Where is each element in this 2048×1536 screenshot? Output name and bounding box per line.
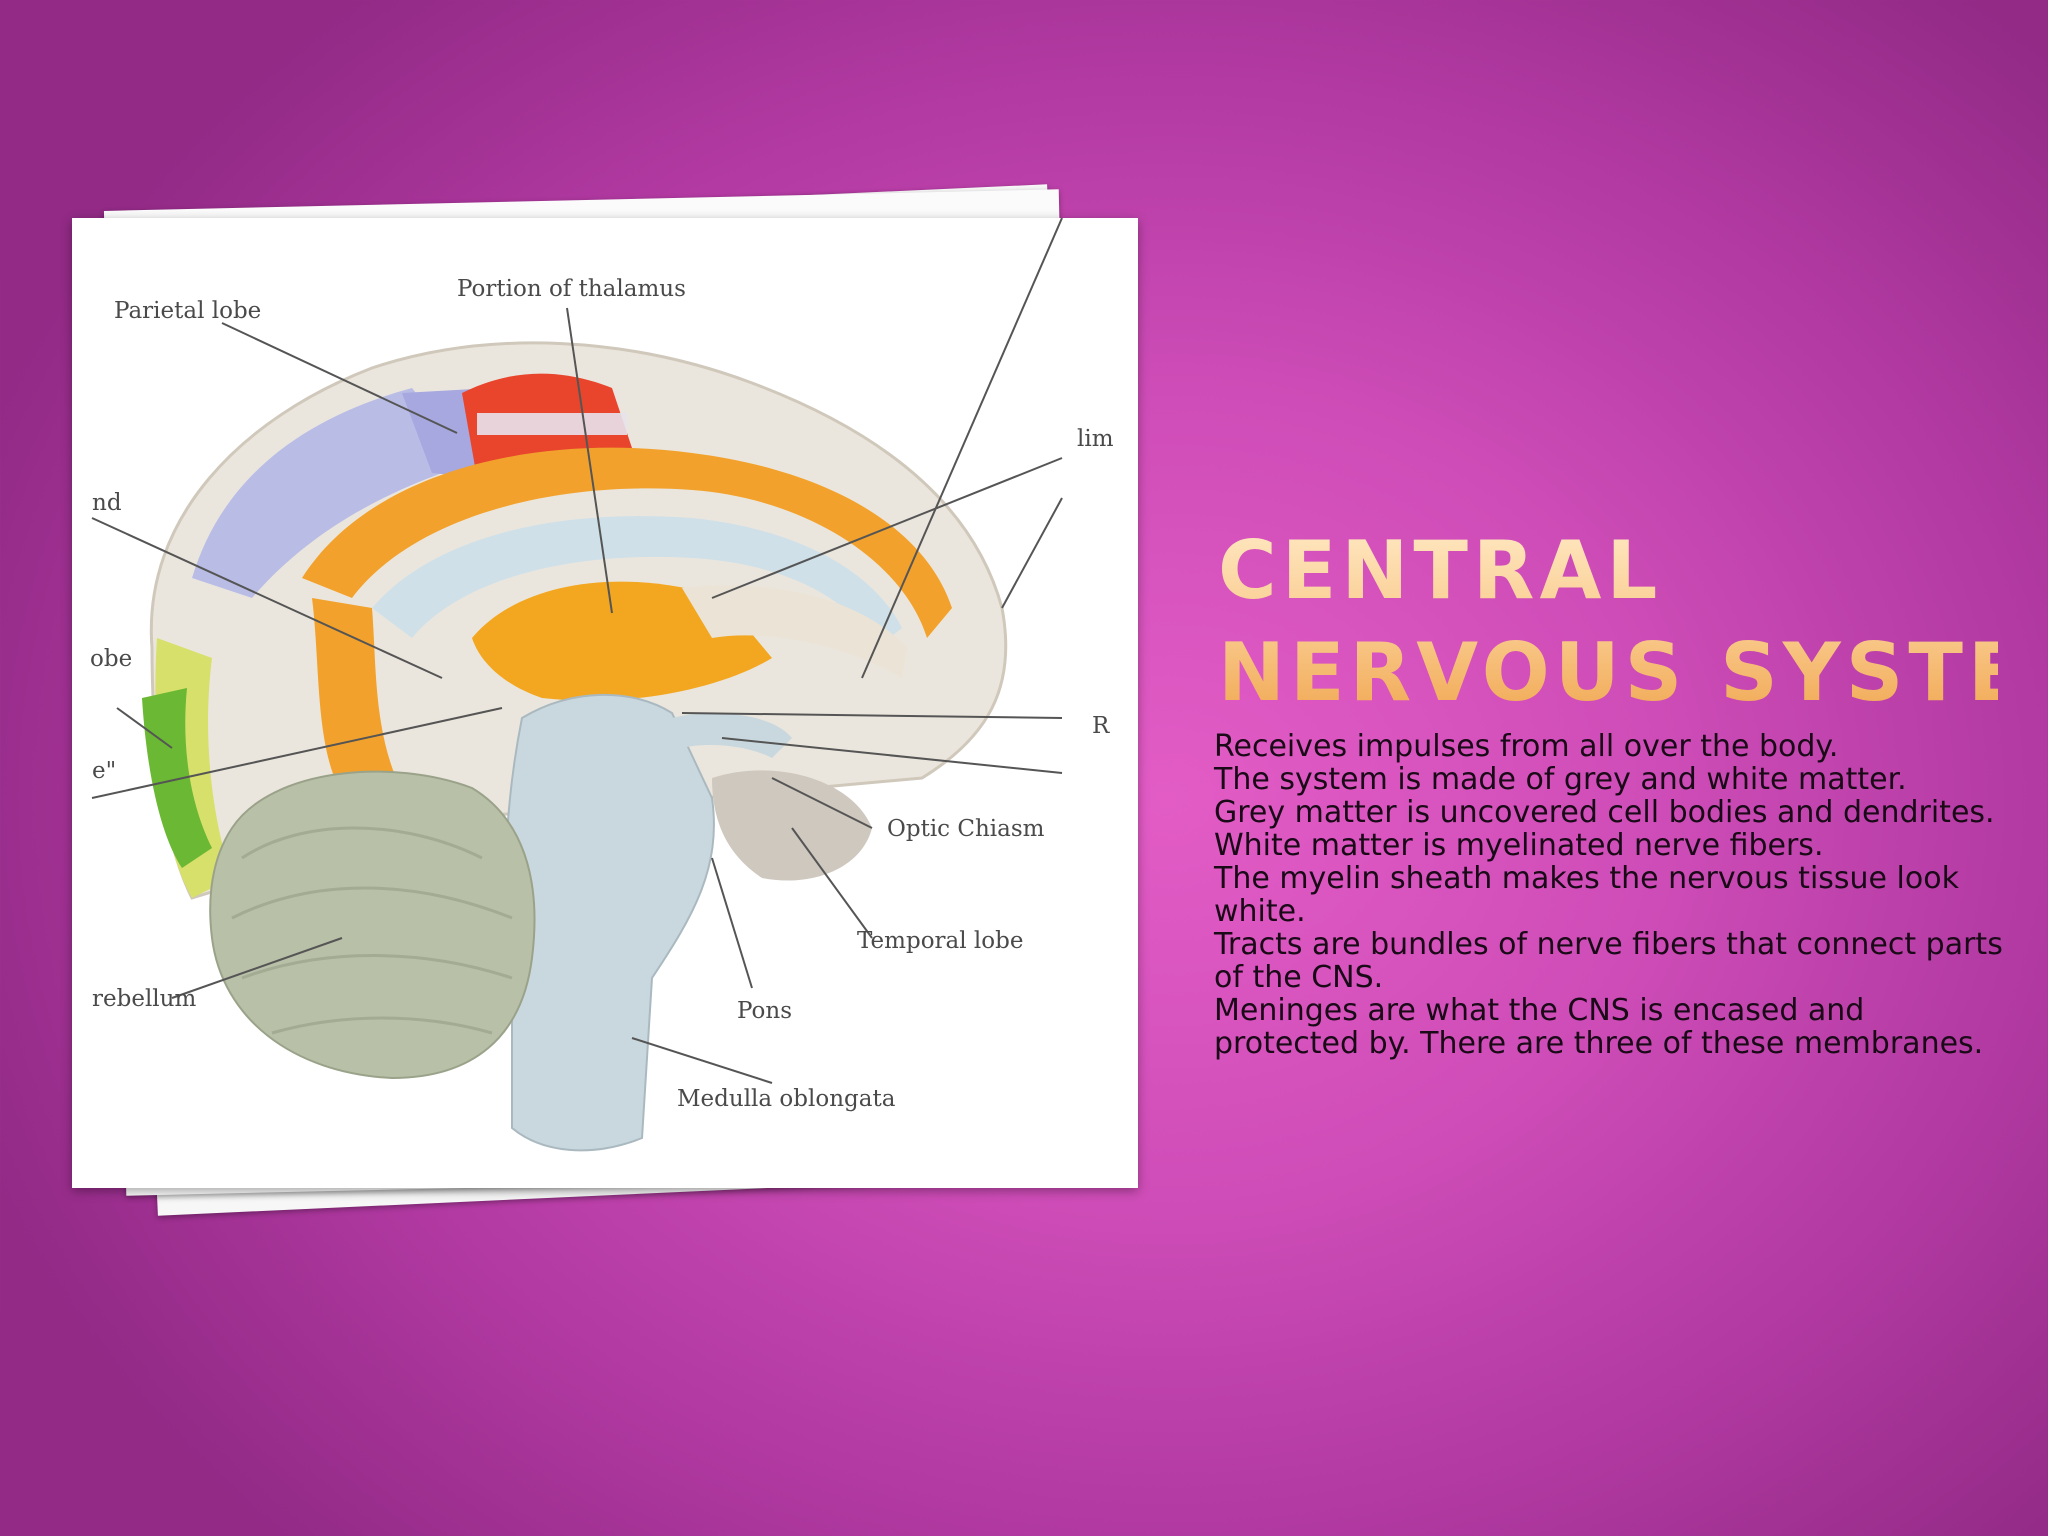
body-line-2: The system is made of grey and white mat… xyxy=(1214,762,1907,797)
label-r-partial: R xyxy=(1092,713,1110,739)
label-medulla: Medulla oblongata xyxy=(677,1086,896,1112)
label-frontal-partial: nd xyxy=(92,490,122,516)
label-thalamus: Portion of thalamus xyxy=(457,276,686,302)
body-line-5: The myelin sheath makes the nervous tiss… xyxy=(1214,861,1959,929)
cerebellum xyxy=(209,770,536,1080)
label-temporal-lobe: Temporal lobe xyxy=(857,928,1023,954)
title-line-2: Nervous System xyxy=(1218,626,2048,719)
body-line-7: Meninges are what the CNS is encased and… xyxy=(1214,993,1984,1061)
label-optic-chiasm: Optic Chiasm xyxy=(887,816,1045,842)
corpus-callosum xyxy=(372,516,902,648)
label-parietal-lobe: Parietal lobe xyxy=(114,298,261,324)
cingulate-gyrus xyxy=(302,447,952,638)
brain-diagram: Parietal lobe Portion of thalamus lim nd… xyxy=(90,218,1114,1152)
label-pons: Pons xyxy=(737,998,792,1024)
body-line-6: Tracts are bundles of nerve fibers that … xyxy=(1214,927,2003,995)
body-line-1: Receives impulses from all over the body… xyxy=(1214,729,1839,764)
temporal-region xyxy=(712,770,872,881)
label-limbic-partial: lim xyxy=(1077,426,1114,452)
title-line-1: Central xyxy=(1218,524,1663,617)
body-line-4: White matter is myelinated nerve fibers. xyxy=(1214,828,1824,863)
parietal-region xyxy=(192,388,472,598)
brainstem xyxy=(504,693,715,1152)
body-text: Receives impulses from all over the body… xyxy=(1214,730,2004,1060)
leader-lines xyxy=(91,218,1063,1084)
brain-diagram-photo: Parietal lobe Portion of thalamus lim nd… xyxy=(72,218,1138,1188)
body-line-3: Grey matter is uncovered cell bodies and… xyxy=(1214,795,1995,830)
label-occipital-partial: obe xyxy=(90,646,132,672)
slide-title: Central Nervous System xyxy=(1218,520,1998,724)
label-cerebellum: rebellum xyxy=(92,986,196,1012)
label-quote-partial: e" xyxy=(92,758,116,784)
